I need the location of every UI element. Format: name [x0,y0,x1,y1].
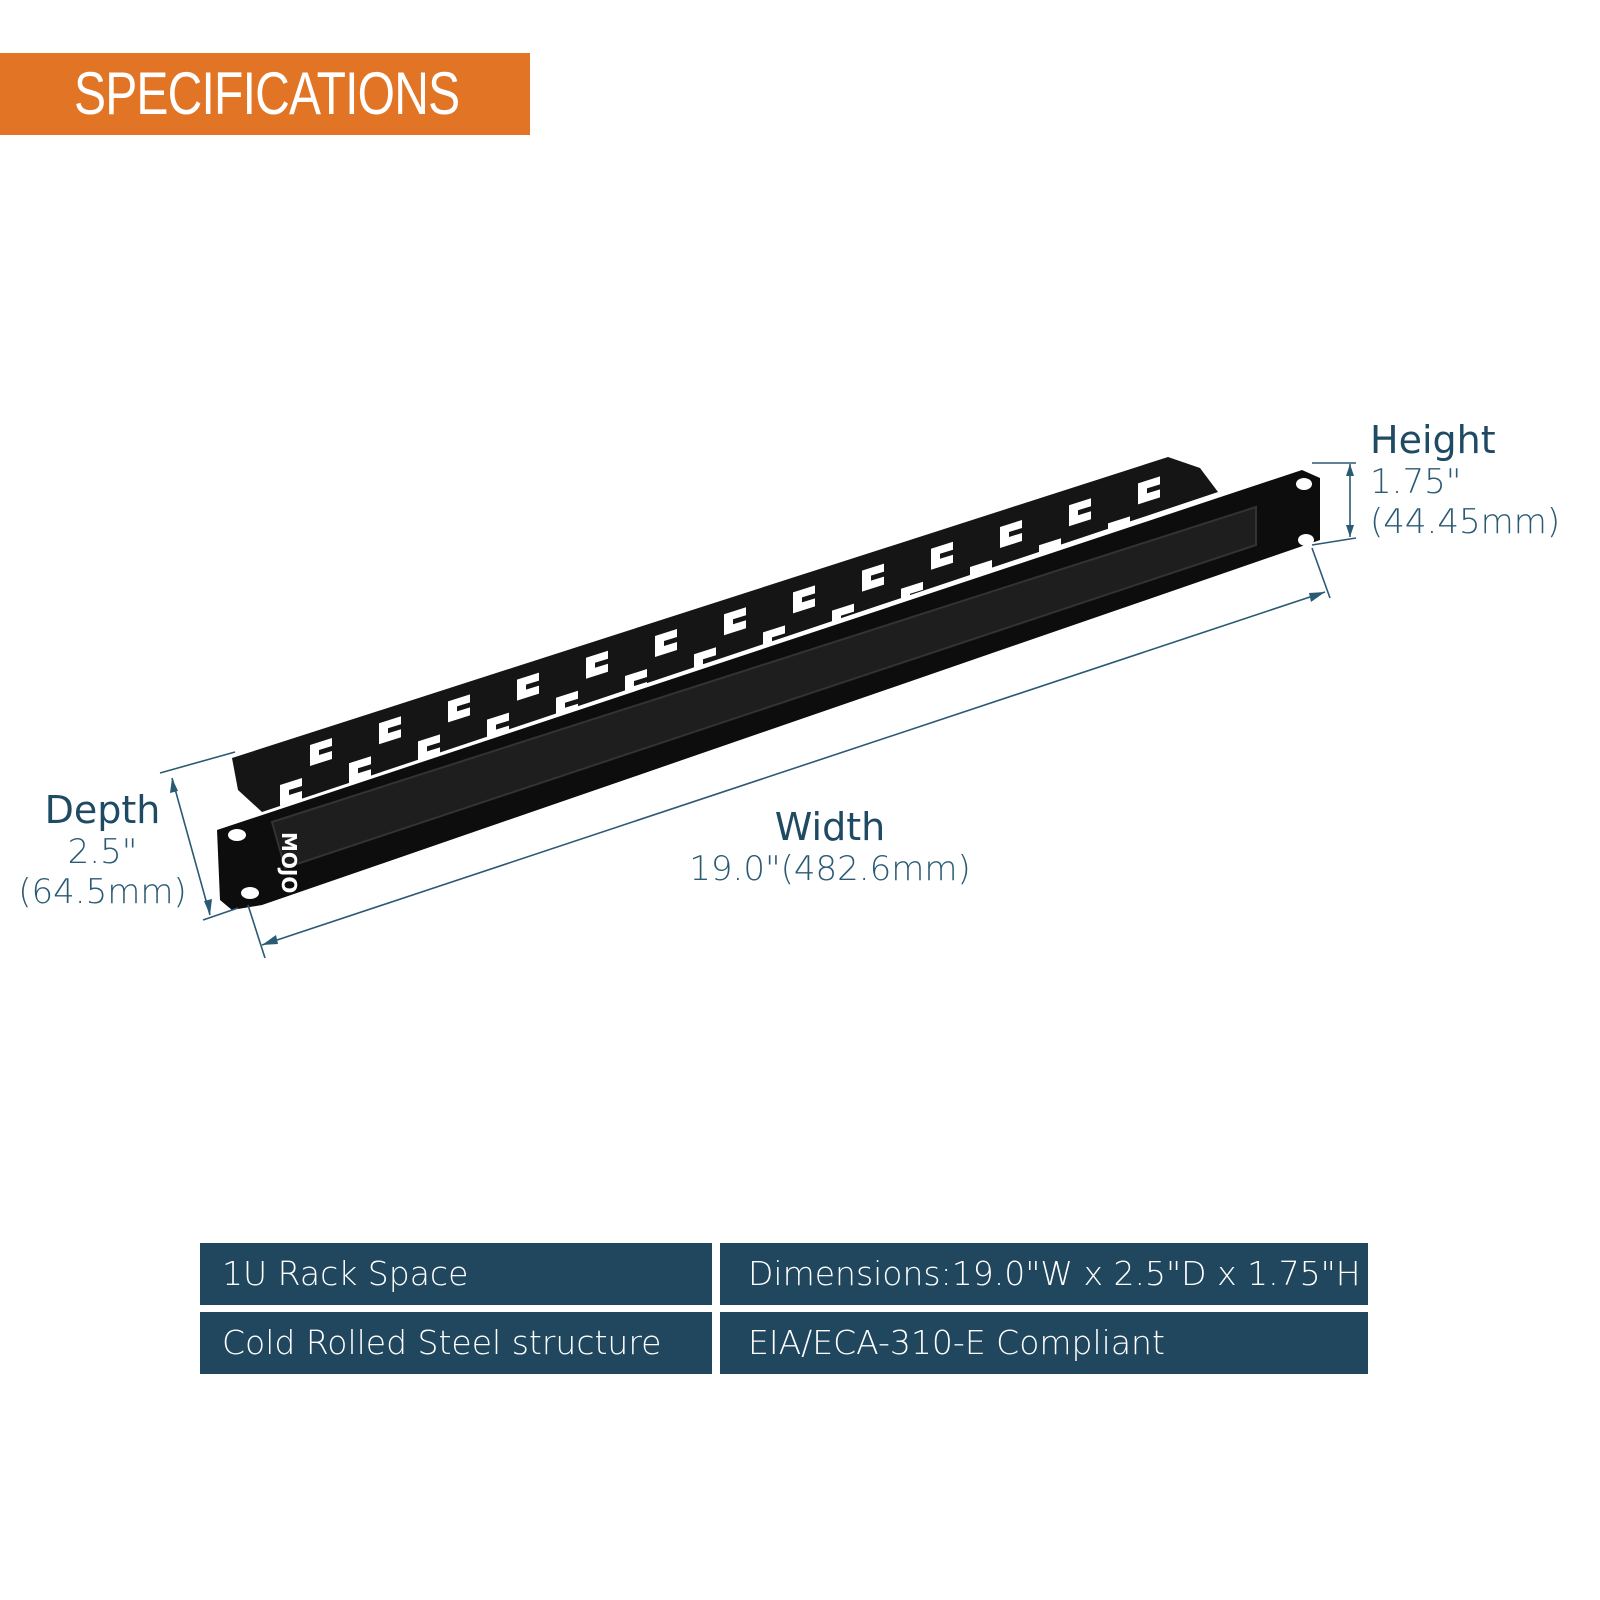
height-inch: 1.75" [1370,462,1462,502]
cable-slot [1000,520,1022,548]
specifications-banner: SPECIFICATIONS [0,53,530,135]
dimension-lines [159,462,1357,959]
banner-title: SPECIFICATIONS [74,60,460,127]
cable-slot [931,541,953,570]
cable-slot [724,607,746,636]
width-title: Width [774,805,886,849]
height-label: Height 1.75" (44.45mm) [1370,418,1560,542]
cable-slot [1069,498,1091,527]
cable-slot [862,563,884,592]
cable-slot [310,738,332,766]
spec-cell: 1U Rack Space [200,1243,712,1305]
height-mm: (44.45mm) [1370,502,1561,542]
height-title: Height [1370,418,1496,462]
spec-cell: Dimensions:19.0"W x 2.5"D x 1.75"H [720,1243,1368,1305]
mount-hole [241,887,259,899]
depth-label: Depth 2.5" (64.5mm) [15,788,190,912]
cable-slot [1138,476,1160,505]
logo: MOJO [277,832,301,893]
cable-slot [517,672,539,701]
width-label: Width 19.0"(482.6mm) [680,805,980,889]
cable-slot [349,756,371,785]
cable-slot [655,629,677,657]
cable-slot [487,712,509,741]
mount-hole [228,829,246,841]
cable-slot [418,734,440,763]
mount-hole [1296,478,1312,490]
width-value: 19.0"(482.6mm) [689,849,971,889]
depth-mm: (64.5mm) [18,872,187,912]
spec-cell: Cold Rolled Steel structure [200,1312,712,1374]
mount-hole [1298,534,1314,546]
cable-slot [586,650,608,679]
depth-title: Depth [44,788,161,832]
spec-cell: EIA/ECA-310-E Compliant [720,1312,1368,1374]
depth-inch: 2.5" [67,832,138,872]
cable-slot [556,690,578,719]
cable-slot [280,778,302,806]
cable-slot [793,585,815,614]
cable-slot [379,716,401,745]
cable-slot [448,694,470,723]
brush-strip [270,505,1257,870]
